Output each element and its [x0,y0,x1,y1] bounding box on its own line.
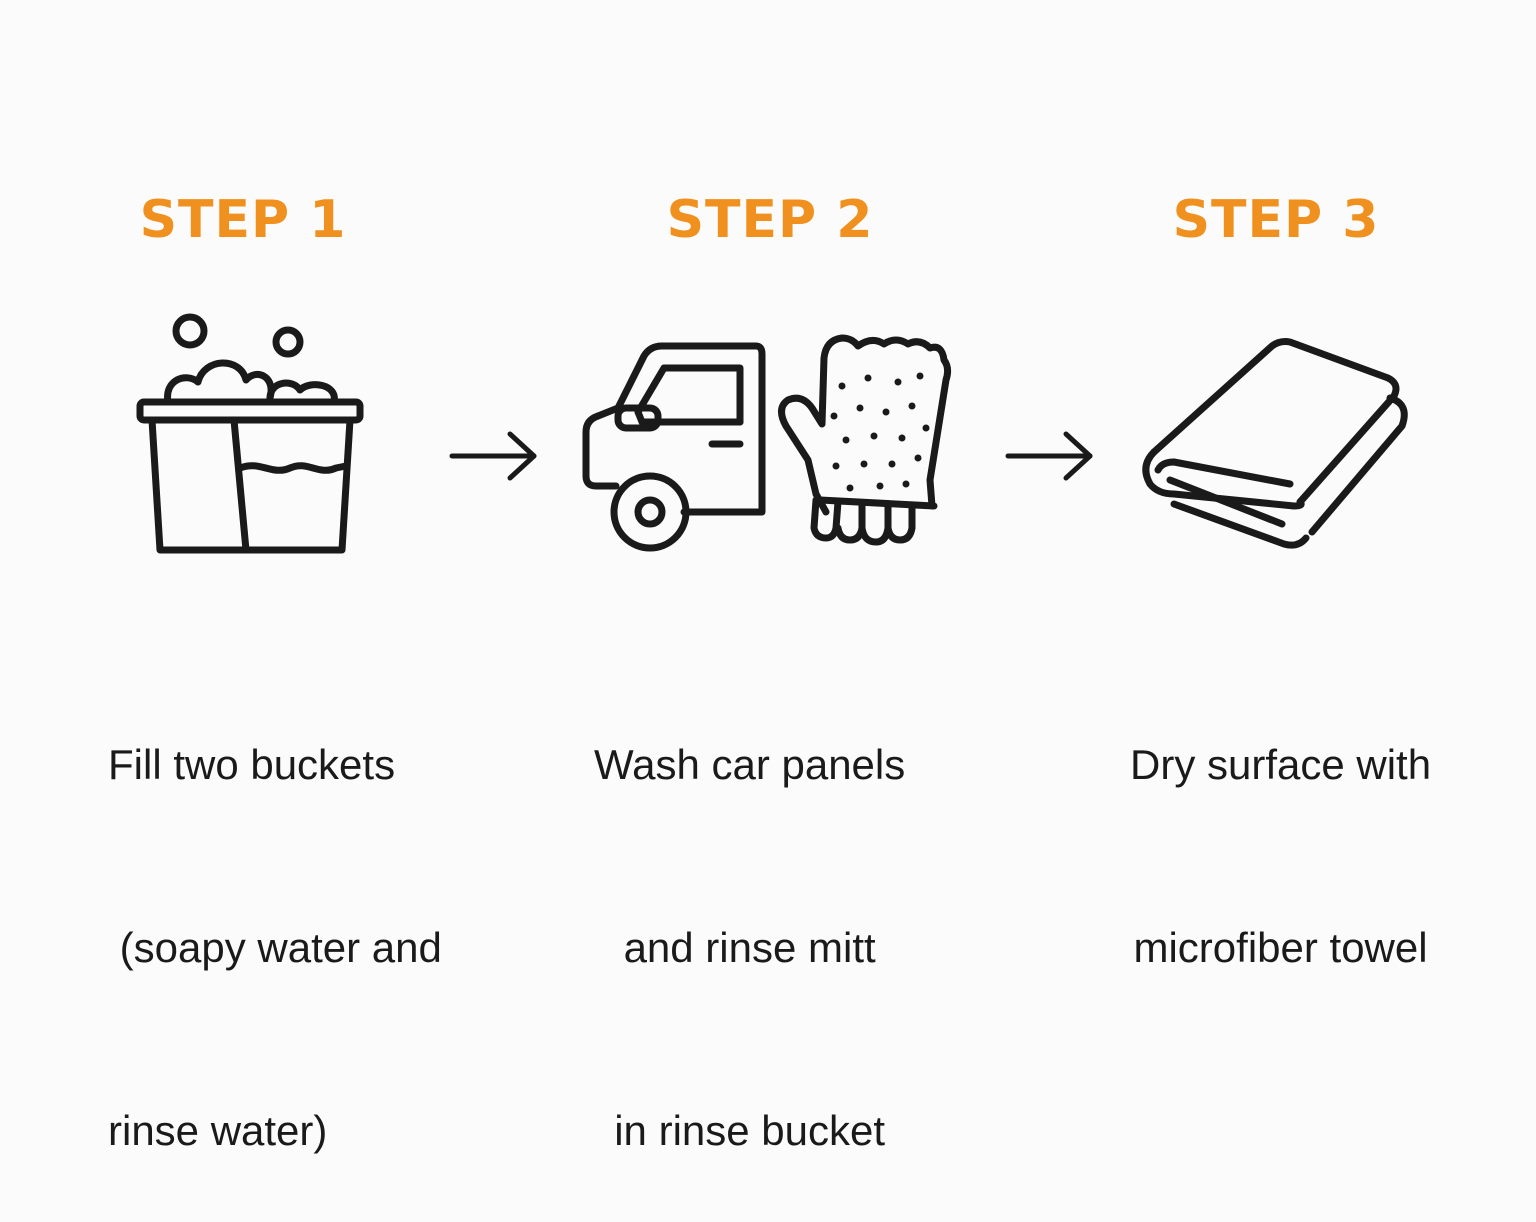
description-line: rinse water) [108,1107,328,1154]
step-1-title: STEP 1 [139,190,347,250]
step-2-title: STEP 2 [666,190,874,250]
description-line: microfiber towel [1133,924,1428,971]
step-1-description: Fill two buckets (soapy water and rinse … [108,612,442,1222]
mitt-dots [830,372,930,492]
step-3-description: Dry surface with microfiber towel [1130,612,1431,1039]
description-line: (soapy water and [108,924,442,971]
car-and-wash-mitt-icon [580,328,970,558]
arrow-right-icon [1004,428,1096,489]
description-line: in rinse bucket [614,1107,886,1154]
description-line: Wash car panels [594,741,906,788]
two-buckets-icon [130,310,370,560]
description-line: and rinse mitt [623,924,876,971]
step-3-title: STEP 3 [1172,190,1380,250]
description-line: Dry surface with [1130,741,1432,788]
description-line: Fill two buckets [108,741,396,788]
folded-towel-icon [1134,334,1414,556]
arrow-right-icon [448,428,540,489]
step-2-description: Wash car panels and rinse mitt in rinse … [594,612,905,1222]
